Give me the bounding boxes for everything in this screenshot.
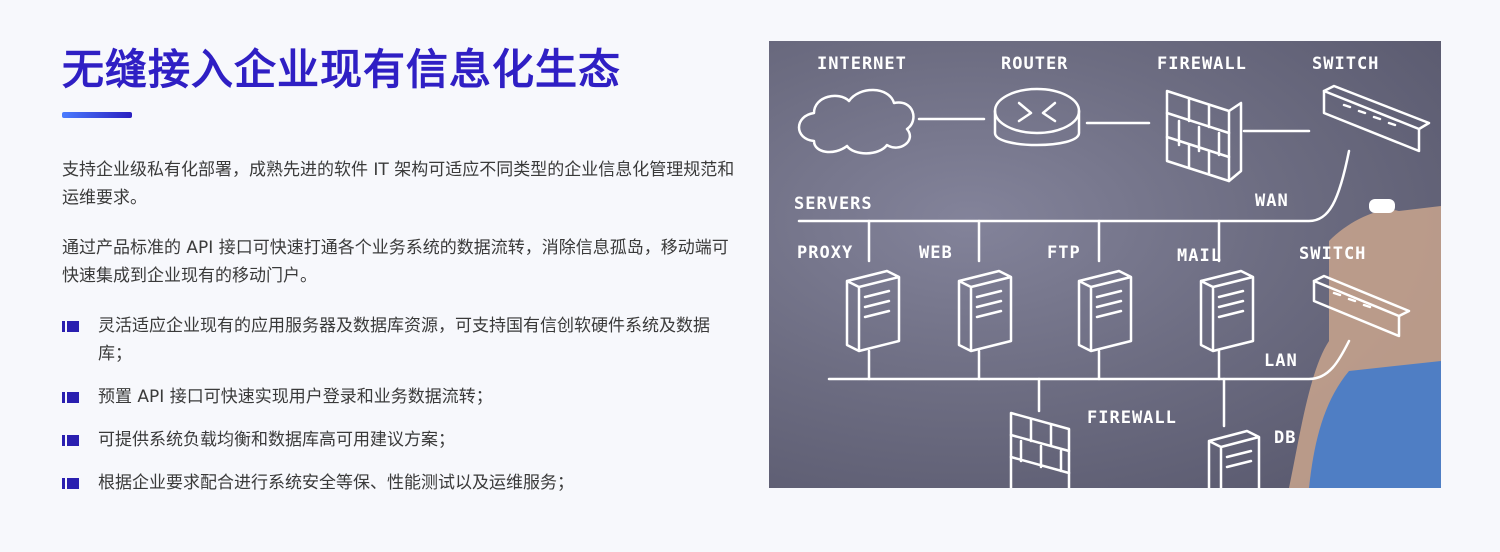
bullet-icon	[62, 392, 79, 403]
bullet-icon	[62, 478, 79, 489]
db-label: DB	[1274, 428, 1296, 448]
server-icon	[1077, 269, 1133, 353]
router-icon	[993, 87, 1081, 147]
title-underline	[62, 112, 132, 118]
feature-item: 可提供系统负载均衡和数据库高可用建议方案；	[62, 426, 742, 454]
feature-text: 预置 API 接口可快速实现用户登录和业务数据流转；	[98, 387, 493, 407]
firewall-top-label: FIREWALL	[1157, 54, 1247, 74]
server-icon	[957, 269, 1013, 353]
lan-label: LAN	[1264, 351, 1298, 371]
switch-top-label: SWITCH	[1312, 54, 1379, 74]
feature-text: 根据企业要求配合进行系统安全等保、性能测试以及运维服务；	[98, 473, 574, 493]
firewall-icon	[1009, 411, 1071, 488]
firewall-icon	[1165, 89, 1243, 183]
database-server-icon	[1207, 429, 1261, 488]
feature-item: 灵活适应企业现有的应用服务器及数据库资源，可支持国有信创软硬件系统及数据库；	[62, 312, 742, 368]
server-icon	[1199, 269, 1255, 353]
section-title: 无缝接入企业现有信息化生态	[62, 45, 622, 94]
router-label: ROUTER	[1001, 54, 1068, 74]
feature-text: 灵活适应企业现有的应用服务器及数据库资源，可支持国有信创软硬件系统及数据库；	[98, 316, 710, 364]
mail-label: MAIL	[1177, 246, 1222, 266]
firewall-bottom-label: FIREWALL	[1087, 408, 1177, 428]
ftp-label: FTP	[1047, 243, 1081, 263]
bullet-icon	[62, 321, 79, 332]
bullet-icon	[62, 435, 79, 446]
wan-label: WAN	[1255, 191, 1289, 211]
switch-icon	[1322, 84, 1431, 153]
cloud-icon	[797, 88, 915, 155]
network-diagram-photo: INTERNET ROUTER FIREWALL SWITCH SERVERS	[769, 41, 1441, 488]
switch-icon	[1312, 274, 1411, 338]
feature-item: 根据企业要求配合进行系统安全等保、性能测试以及运维服务；	[62, 469, 742, 497]
feature-list: 灵活适应企业现有的应用服务器及数据库资源，可支持国有信创软硬件系统及数据库； 预…	[62, 312, 742, 497]
web-label: WEB	[919, 243, 953, 263]
server-icon	[845, 269, 901, 353]
feature-text: 可提供系统负载均衡和数据库高可用建议方案；	[98, 430, 455, 450]
internet-label: INTERNET	[817, 54, 907, 74]
intro-paragraph-2: 通过产品标准的 API 接口可快速打通各个业务系统的数据流转，消除信息孤岛，移动…	[62, 238, 729, 286]
feature-item: 预置 API 接口可快速实现用户登录和业务数据流转；	[62, 383, 742, 411]
switch-mid-label: SWITCH	[1299, 244, 1366, 264]
content-column: 无缝接入企业现有信息化生态 支持企业级私有化部署，成熟先进的软件 IT 架构可适…	[62, 38, 742, 512]
proxy-label: PROXY	[797, 243, 853, 263]
servers-label: SERVERS	[794, 194, 873, 214]
intro-paragraph-1: 支持企业级私有化部署，成熟先进的软件 IT 架构可适应不同类型的企业信息化管理规…	[62, 160, 735, 208]
